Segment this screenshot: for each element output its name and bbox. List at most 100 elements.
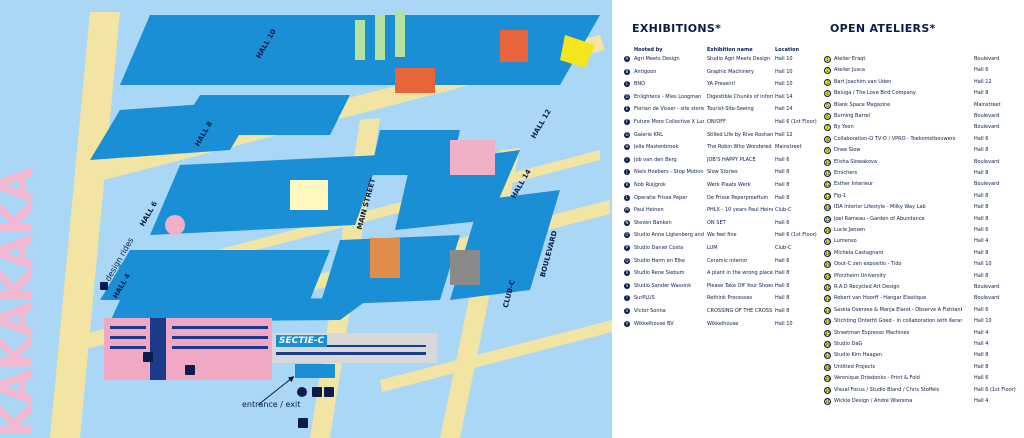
exhibition-name: CROSSING OF THE CROSS [707, 308, 773, 314]
exhibition-location: Hall 10 [775, 56, 793, 62]
atelier-name: Fig-1 [834, 192, 847, 199]
atelier-location: Hall 8 [974, 352, 989, 359]
exhibition-location: Hall 8 [775, 295, 790, 302]
exhibition-key-badge: M [624, 207, 630, 214]
exhibition-location: Hall 8 [775, 182, 790, 188]
atelier-location: Boulevard [974, 284, 1000, 290]
exhibition-name: Graphic Machinery [707, 68, 755, 75]
atelier-location: Hall 8 [974, 215, 989, 222]
entrance-exit-label: entrance / exit [242, 400, 301, 409]
exhibition-name: LUM [707, 245, 718, 251]
atelier-name: Robert van Hoorff - Hangar Elastique [834, 295, 927, 302]
exhibition-name: ON/OFF [707, 119, 727, 125]
atelier-location: Hall 8 [974, 204, 989, 211]
exhibition-name: Ceramic interior [707, 257, 748, 264]
atelier-location: Hall 6 [974, 375, 989, 382]
atelier-location: Hall 4 [974, 329, 989, 336]
exhibition-host: Galerie KRL [634, 131, 664, 138]
atelier-location: Boulevard [974, 124, 1000, 131]
exhibition-host: Future More Collective X Lumus Instrumen… [634, 119, 704, 125]
atelier-name: Draw Slow [834, 147, 861, 154]
atelier-key-badge: 5 [824, 101, 831, 109]
exhibition-name: JOB'S HAPPY PLACE [707, 156, 756, 163]
atelier-name: By Yoon [834, 124, 854, 131]
atelier-name: IDA Interior Lifestyle - Milky Way Lab [834, 204, 926, 211]
exhibition-name: Rethink Processes [707, 295, 753, 302]
atelier-key-badge: 7 [824, 124, 831, 132]
ateliers-title: OPEN ATELIERS* [830, 22, 936, 35]
exhibition-name: ON SET [707, 219, 726, 226]
restaurant-icon [312, 387, 322, 397]
atelier-location: Boulevard [974, 56, 1000, 62]
atelier-location: Boulevard [974, 181, 1000, 188]
atelier-key-badge: 18 [824, 249, 831, 257]
exhibition-location: Hall 6 (1st Floor) [775, 119, 817, 125]
exhibition-location: Hall 6 [775, 156, 790, 163]
atelier-location: Hall 8 [974, 192, 989, 199]
exhibition-name: Wikkelhouse [707, 320, 739, 327]
location-header: Location [775, 47, 800, 53]
exhibition-name: Please Take Off Your Shoes! [707, 282, 773, 289]
atelier-location: Hall 4 [974, 341, 989, 347]
exhibition-host: Steven Banken [634, 219, 672, 226]
exhibition-host: Wikkelhouse BV [634, 320, 674, 327]
atelier-name: Atelier Eraqt [834, 56, 866, 62]
atelier-name: Emichers [834, 170, 858, 176]
atelier-location: Boulevard [974, 295, 1000, 302]
atelier-name: Saskia Overzee & Manja Eland - Observe A… [834, 306, 962, 313]
atelier-key-badge: 19 [824, 261, 831, 269]
atelier-location: Hall 6 [974, 227, 989, 233]
atelier-key-badge: 12 [824, 181, 831, 189]
atelier-location: Hall 8 [974, 249, 989, 256]
exhibition-key-badge: Q [624, 257, 630, 264]
exhibition-host: Studio Anne Ligtenberg and Atelier Mats [634, 232, 704, 239]
atelier-key-badge: 1 [824, 56, 831, 63]
exhibition-key-badge: N [624, 219, 630, 226]
atelier-key-badge: 23 [824, 306, 831, 314]
atelier-location: Hall 10 [974, 261, 992, 268]
exhibition-name: We feel fine [707, 232, 737, 239]
exhibition-key-badge: U [624, 308, 630, 314]
exhibition-location: Hall 10 [775, 81, 793, 88]
exhibition-host: Enlightens - Mies Loogman [634, 93, 702, 100]
exhibit-objects [165, 12, 595, 285]
atelier-key-badge: 27 [824, 352, 831, 360]
atelier-name: Lucie Jansen [834, 227, 866, 233]
atelier-key-badge: 24 [824, 318, 831, 326]
atelier-key-badge: 26 [824, 341, 831, 348]
atelier-name: Blank Space Magazine [834, 101, 891, 108]
exhibition-location: Hall 12 [775, 131, 793, 138]
exhibition-key-badge: C [624, 81, 630, 88]
atelier-name: Atelier Jusca [834, 67, 865, 74]
exhibition-location: Hall 6 (1st Floor) [775, 232, 817, 239]
atelier-key-badge: 16 [824, 227, 831, 234]
atelier-key-badge: 10 [824, 158, 831, 166]
atelier-name: Véronique Driedonks - Print & Fold [834, 375, 920, 382]
exhibition-key-badge: B [624, 68, 630, 75]
legend-panel: EXHIBITIONS* Hosted by Exhibition name L… [612, 0, 1024, 438]
atelier-location: Hall 8 [974, 90, 989, 97]
exhibition-key-badge: H [624, 144, 630, 151]
exhibition-host: Niels Hoebers - Stop Motion Studio [634, 169, 704, 176]
exhibition-location: Hall 8 [775, 194, 790, 201]
exhibition-location: Hall 10 [775, 320, 793, 327]
